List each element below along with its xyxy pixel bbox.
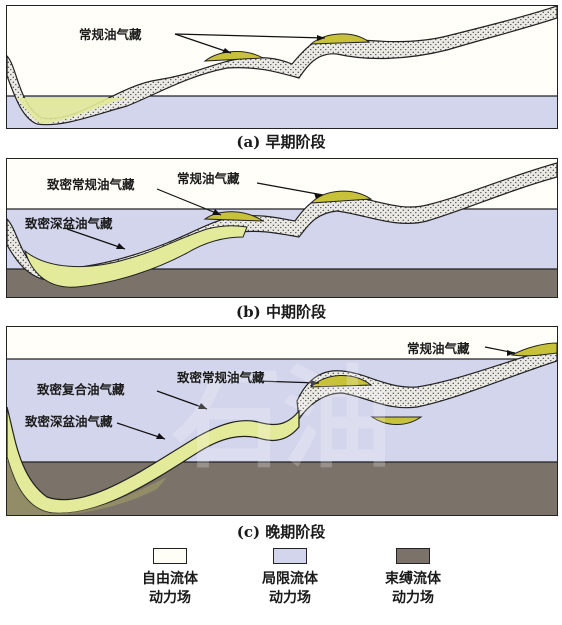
legend: 自由流体动力场 局限流体动力场 束缚流体动力场	[0, 548, 562, 625]
conventional-reservoir-1	[203, 51, 265, 62]
tight-deep-basin-reservoir	[24, 225, 248, 288]
legend-item-bound-fluid: 束缚流体动力场	[358, 548, 468, 608]
conventional-reservoir	[510, 342, 557, 357]
tight-trap-reservoir	[370, 416, 423, 425]
swatch-free-fluid	[153, 548, 187, 564]
label-tight-deep-basin-reservoir: 致密深盆油气藏	[25, 414, 113, 429]
label-conventional-reservoir: 常规油气藏	[79, 27, 142, 42]
swatch-bound-fluid	[396, 548, 430, 564]
label-tight-composite-reservoir: 致密复合油气藏	[37, 382, 125, 397]
panel-early-stage: 常规油气藏	[6, 5, 558, 129]
panel-b-drawing	[7, 159, 557, 297]
label-tight-conventional-reservoir: 致密常规油气藏	[177, 370, 265, 385]
legend-label-bound-fluid: 束缚流体动力场	[385, 571, 441, 606]
label-conventional-reservoir: 常规油气藏	[407, 341, 470, 356]
legend-label-limited-fluid: 局限流体动力场	[262, 571, 318, 606]
reservoir-layer	[7, 6, 557, 126]
label-tight-conventional-reservoir: 致密常规油气藏	[47, 177, 135, 192]
legend-label-free-fluid: 自由流体动力场	[142, 571, 198, 606]
caption-late-stage: (c) 晚期阶段	[236, 523, 326, 541]
caption-early-stage: (a) 早期阶段	[236, 133, 326, 151]
panel-c-drawing: 石油	[7, 327, 557, 515]
panel-late-stage: 石油 致密复合油气藏 致密常规油气藏 常规油气藏 致密深盆油气藏	[6, 326, 558, 516]
label-tight-deep-basin-reservoir: 致密深盆油气藏	[25, 216, 113, 231]
label-conventional-reservoir: 常规油气藏	[177, 171, 240, 186]
legend-item-limited-fluid: 局限流体动力场	[235, 548, 345, 608]
watermark: 石油	[172, 354, 392, 483]
swatch-limited-fluid	[273, 548, 307, 564]
conventional-reservoir-2	[309, 33, 371, 45]
panel-a-drawing	[7, 6, 557, 128]
legend-item-free-fluid: 自由流体动力场	[115, 548, 225, 608]
caption-middle-stage: (b) 中期阶段	[236, 303, 326, 321]
panel-middle-stage: 致密常规油气藏 常规油气藏 致密深盆油气藏	[6, 158, 558, 298]
deep-basin-fill	[7, 98, 127, 124]
